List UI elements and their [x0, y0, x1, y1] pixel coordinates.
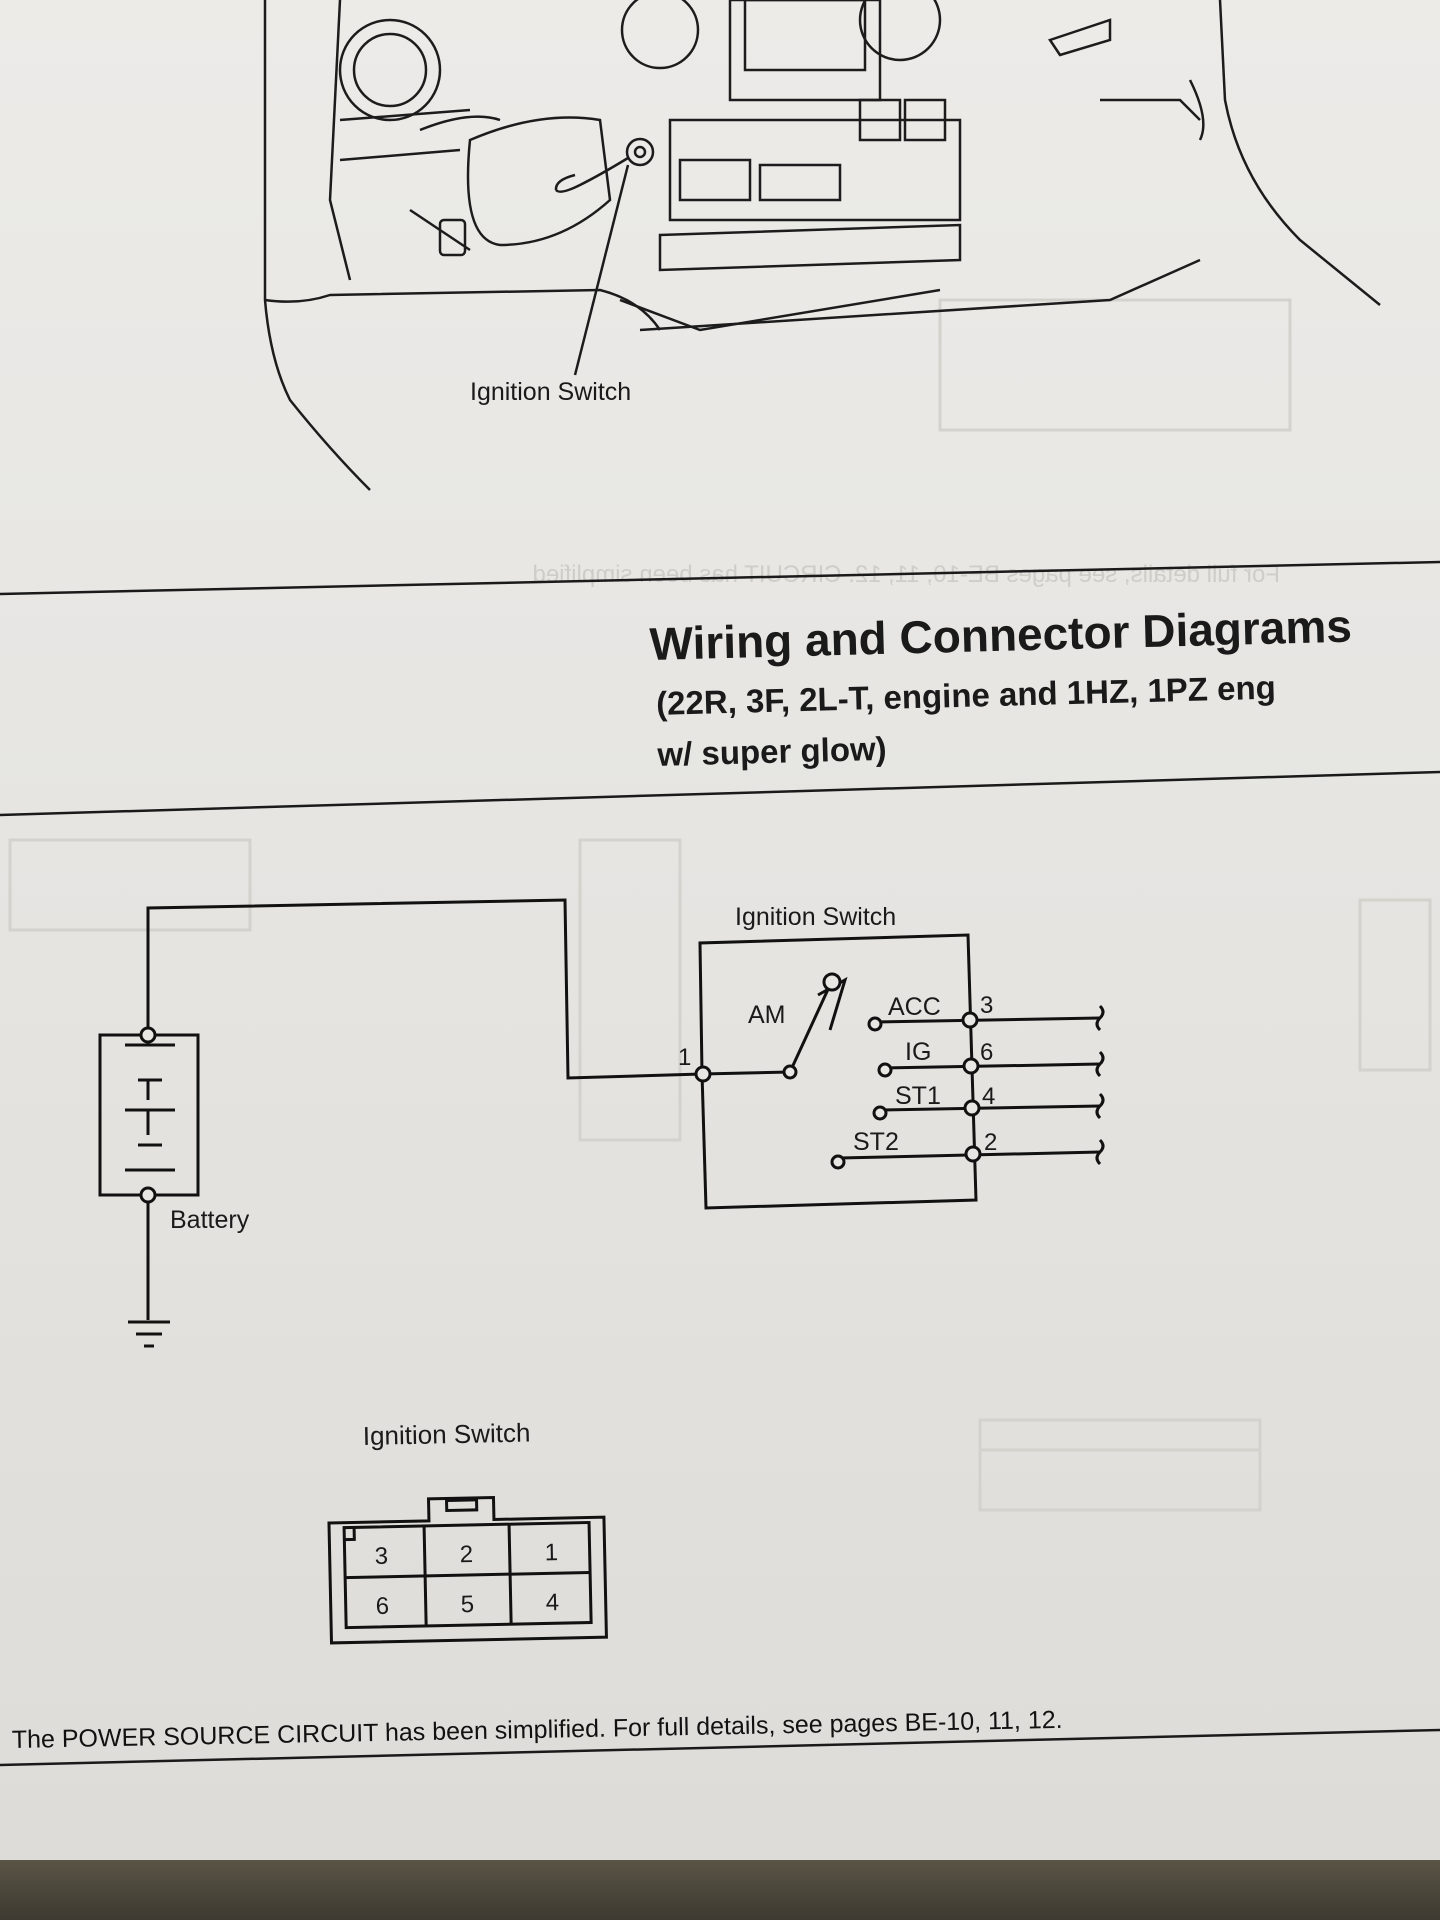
battery-label: Battery	[170, 1206, 250, 1234]
circuit-switch-label: Ignition Switch	[735, 903, 896, 931]
section-divider-top	[0, 560, 1440, 596]
footnote-divider	[0, 1728, 1440, 1767]
terminal-name: IG	[905, 1038, 931, 1066]
section-divider-bottom	[0, 770, 1440, 817]
am-terminal-label: AM	[748, 1001, 786, 1029]
connector-pin: 6	[375, 1593, 389, 1620]
terminal-name: ACC	[888, 993, 941, 1021]
footnote: The POWER SOURCE CIRCUIT has been simpli…	[12, 1706, 1063, 1754]
connector-face	[327, 1495, 608, 1645]
section-subtitle-line1: (22R, 3F, 2L-T, engine and 1HZ, 1PZ eng	[656, 669, 1277, 722]
bleed-through-marks	[8, 298, 1432, 1512]
section-subtitle-line2: w/ super glow)	[656, 730, 887, 773]
terminal-name: ST1	[895, 1082, 941, 1110]
background-surface	[0, 1860, 1440, 1920]
input-pin-number: 1	[678, 1044, 691, 1071]
terminal-pin: 4	[982, 1083, 995, 1110]
connector-pin: 2	[459, 1541, 473, 1568]
dashboard-illustration	[263, 0, 1381, 491]
battery-feed-wire	[146, 898, 703, 1080]
connector-pin: 3	[374, 1543, 388, 1570]
connector-label: Ignition Switch	[362, 1417, 530, 1451]
connector-outline	[327, 1495, 608, 1645]
terminal-labels: ACC IG ST1 ST2 3 6 4 2	[853, 992, 997, 1156]
connector-pin: 4	[545, 1589, 559, 1616]
terminal-pin: 6	[980, 1039, 993, 1066]
callout-label-ignition-switch: Ignition Switch	[470, 378, 631, 406]
section-title: Wiring and Connector Diagrams	[649, 600, 1353, 670]
connector-pin: 1	[544, 1539, 558, 1566]
power-source-circuit	[98, 898, 1105, 1348]
connector-pin-numbers: 3 2 1 6 5 4	[374, 1539, 559, 1620]
section-heading: Wiring and Connector Diagrams (22R, 3F, …	[649, 600, 1353, 773]
connector-pin: 5	[460, 1591, 474, 1618]
terminal-name: ST2	[853, 1128, 899, 1156]
am-lever	[788, 984, 832, 1073]
terminal-pin: 3	[980, 992, 993, 1019]
terminal-pin: 2	[984, 1129, 997, 1156]
